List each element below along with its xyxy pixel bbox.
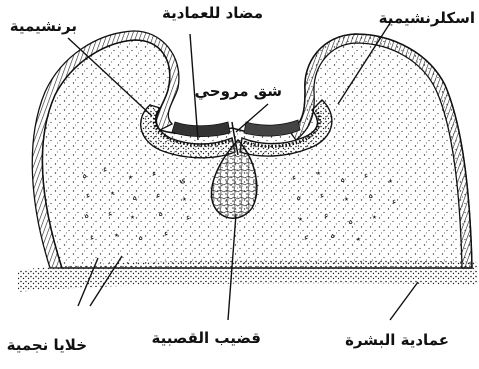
svg-text:ء: ء xyxy=(86,191,90,201)
svg-text:ہ: ہ xyxy=(330,231,335,241)
svg-text:ہ: ہ xyxy=(84,211,89,221)
label-stellate-cells: خلايا نجمية xyxy=(7,338,87,353)
label-anti-columnar: مضاد للعمادية xyxy=(162,6,263,21)
label-branchial: برنشيمية xyxy=(10,19,77,34)
svg-text:ء: ء xyxy=(103,165,107,175)
svg-text:ہ: ہ xyxy=(340,175,345,185)
svg-text:ء: ء xyxy=(186,213,190,223)
svg-text:ہ: ہ xyxy=(296,193,301,203)
svg-text:ء: ء xyxy=(392,197,396,207)
svg-text:ء: ء xyxy=(292,173,296,183)
svg-text:٭: ٭ xyxy=(128,173,133,183)
svg-text:٭: ٭ xyxy=(388,177,393,187)
svg-text:ء: ء xyxy=(304,233,308,243)
svg-text:٭: ٭ xyxy=(356,235,361,245)
svg-text:ہ: ہ xyxy=(82,171,87,181)
svg-text:ہ: ہ xyxy=(132,193,137,203)
label-rod: قضيب القصبية xyxy=(151,331,261,346)
svg-text:٭: ٭ xyxy=(316,169,321,179)
svg-text:٭: ٭ xyxy=(372,213,377,223)
svg-text:ہ: ہ xyxy=(138,233,143,243)
label-sclerenchyma: اسكلرنشيمية xyxy=(379,11,475,26)
svg-text:ء: ء xyxy=(108,209,112,219)
svg-text:ہ: ہ xyxy=(368,191,373,201)
svg-text:٭: ٭ xyxy=(130,213,135,223)
svg-text:٭: ٭ xyxy=(182,195,187,205)
anti-columnar-layer xyxy=(172,122,230,137)
svg-text:ء: ء xyxy=(152,169,156,179)
svg-text:٭: ٭ xyxy=(344,195,349,205)
svg-text:ء: ء xyxy=(90,233,94,243)
svg-text:ء: ء xyxy=(320,191,324,201)
svg-text:ء: ء xyxy=(156,191,160,201)
svg-text:ہ: ہ xyxy=(348,217,353,227)
svg-text:٭: ٭ xyxy=(298,215,303,225)
label-epidermal-column: عمادية البشرة xyxy=(345,333,449,348)
svg-text:ۍ: ۍ xyxy=(179,175,186,185)
svg-text:٭: ٭ xyxy=(114,231,119,241)
svg-text:٭: ٭ xyxy=(110,189,115,199)
svg-text:ء: ء xyxy=(164,229,168,239)
label-ciliated-slit: شق مروحي xyxy=(195,84,282,99)
svg-text:ء: ء xyxy=(364,171,368,181)
svg-text:ء: ء xyxy=(324,211,328,221)
svg-text:ہ: ہ xyxy=(158,209,163,219)
